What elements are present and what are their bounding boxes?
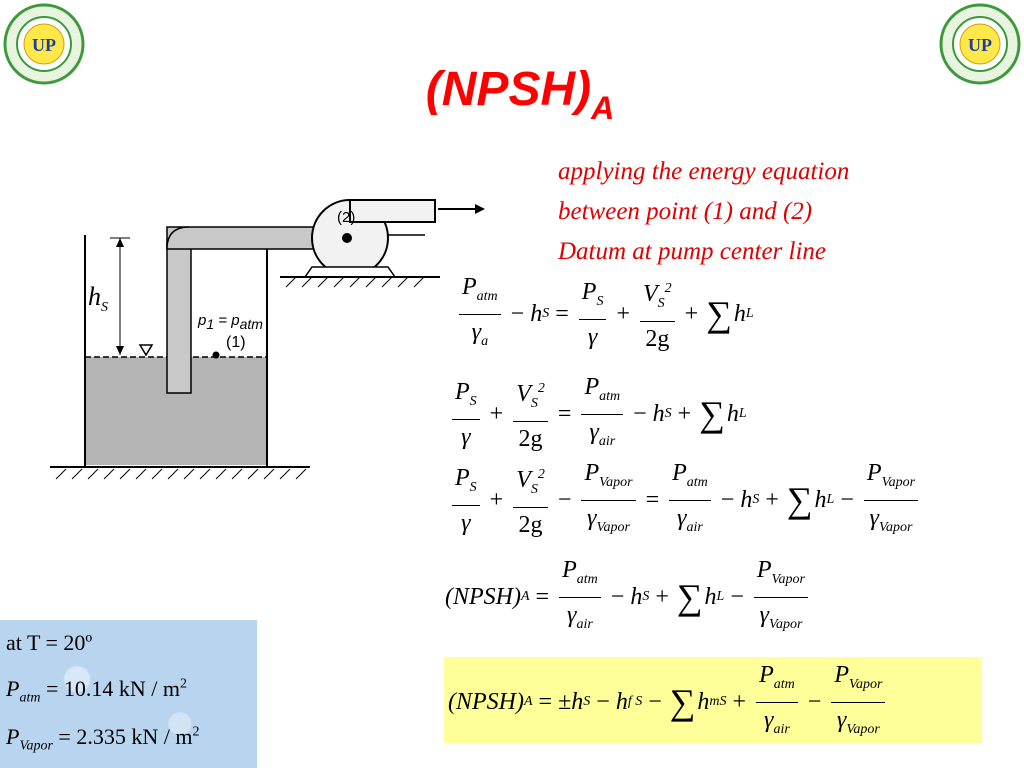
note-line-3: Datum at pump center line <box>558 238 827 265</box>
note-line-2: between point (1) and (2) <box>558 198 813 225</box>
university-logo-right: UP <box>939 3 1021 85</box>
point-1-marker <box>212 351 220 359</box>
note-line-1: applying the energy equation <box>558 158 850 185</box>
pump-diagram <box>50 199 485 480</box>
title-subscript: A <box>591 90 615 126</box>
suction-pipe <box>166 242 192 394</box>
point-1-label: p1 = patm <box>198 312 263 332</box>
final-equation-box <box>444 657 982 743</box>
condition-p-atm: Patm = 10.14 kN / m2 <box>6 676 187 706</box>
condition-p-vapor: PVapor = 2.335 kN / m2 <box>6 724 200 754</box>
svg-text:UP: UP <box>968 35 992 55</box>
title-main: (NPSH) <box>425 63 592 116</box>
pump-center-point <box>342 233 352 243</box>
slide-title: (NPSH)A <box>380 62 660 126</box>
svg-text:UP: UP <box>32 35 56 55</box>
university-logo-left: UP <box>3 3 85 85</box>
point-2-number: (2) <box>337 209 356 226</box>
pump-outlet <box>349 199 436 223</box>
hs-label: hS <box>88 282 108 316</box>
point-1-number: (1) <box>226 334 246 351</box>
condition-temperature: at T = 20º <box>6 630 93 655</box>
free-surface-marker <box>138 344 154 357</box>
notes-block: applying the energy equation between poi… <box>558 152 849 272</box>
conditions-panel: at T = 20º Patm = 10.14 kN / m2 PVapor =… <box>0 620 257 768</box>
pump-base <box>303 266 397 278</box>
